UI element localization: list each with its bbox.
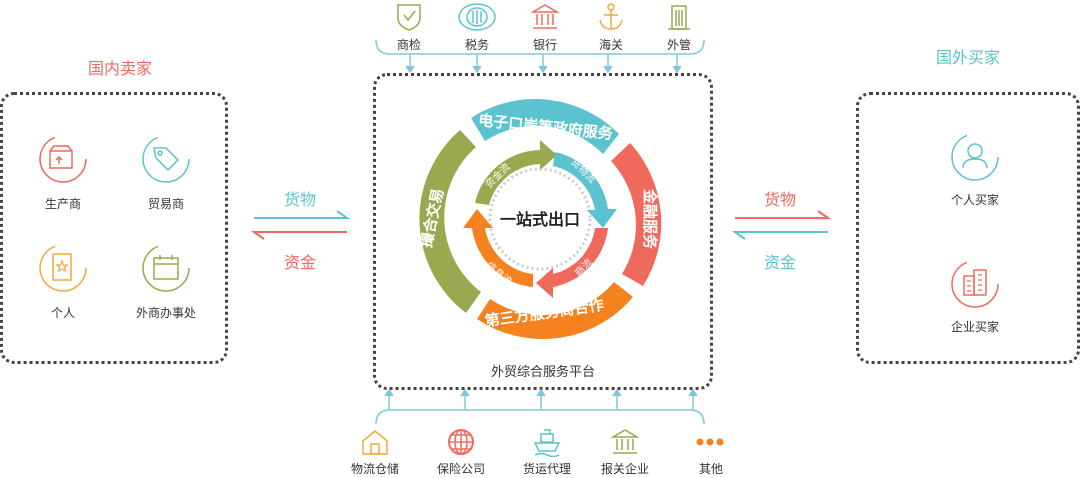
buildings-icon	[951, 260, 999, 308]
seller-label: 贸易商	[147, 197, 184, 211]
bottom-provider-row: 物流仓储 保险公司 货运代理 报关企业 其他	[340, 426, 740, 478]
calendar-icon	[142, 244, 190, 292]
ring-segment-left	[419, 130, 481, 313]
right-flow-arrows	[731, 210, 832, 240]
document-star-icon	[39, 244, 87, 292]
left-flow-arrows	[250, 210, 351, 240]
funds-flow-arrow	[475, 140, 557, 205]
domestic-sellers-title: 国内卖家	[87, 59, 152, 78]
bottom-bracket-arrows	[375, 388, 705, 425]
buyer-label: 企业买家	[950, 320, 999, 334]
agency-label: 银行	[532, 38, 557, 52]
goods-flow-arrow	[553, 152, 617, 228]
ring-segment-bottom	[477, 282, 633, 340]
platform-label: 外贸综合服务平台	[490, 365, 595, 380]
right-goods-label: 货物	[764, 190, 797, 209]
platform-box	[373, 73, 713, 390]
bank-icon	[530, 4, 560, 29]
buyer-item-enterprise: 企业买家	[935, 259, 1015, 339]
ship-icon	[533, 429, 561, 458]
person-icon	[951, 133, 999, 181]
hub-text: 一站式出口	[500, 210, 580, 229]
seller-label: 生产商	[44, 197, 81, 211]
ring-segment-right	[611, 143, 662, 286]
seller-item-producer: 生产商	[28, 134, 98, 214]
provider-label: 货运代理	[522, 462, 571, 476]
agency-label: 海关	[598, 38, 623, 52]
building-icon	[668, 5, 690, 30]
seller-item-individual: 个人	[28, 243, 98, 323]
agency-label: 外管	[666, 38, 691, 52]
provider-label: 报关企业	[600, 462, 649, 476]
seller-item-foreign-office: 外商办事处	[126, 243, 206, 323]
tax-emblem-icon	[458, 3, 496, 31]
shop-box-icon	[39, 135, 87, 183]
ring-text-right: 金融服务	[641, 188, 659, 250]
more-dots-icon	[696, 438, 724, 446]
provider-label: 其他	[698, 462, 723, 476]
seller-label: 个人	[50, 306, 75, 320]
warehouse-icon	[362, 430, 388, 455]
provider-label: 保险公司	[436, 462, 485, 476]
left-funds-label: 资金	[284, 253, 317, 272]
seller-item-trader: 贸易商	[131, 134, 201, 214]
commerce-flow-arrow	[536, 228, 608, 298]
anchor-icon	[599, 3, 623, 30]
right-funds-label: 资金	[764, 253, 797, 272]
agency-label: 商检	[396, 38, 421, 52]
buyer-label: 个人买家	[950, 193, 999, 207]
bank-icon	[610, 429, 640, 454]
foreign-buyers-box	[856, 92, 1080, 364]
shield-icon	[397, 4, 421, 31]
info-flow-arrow	[463, 209, 533, 287]
provider-label: 物流仓储	[350, 462, 399, 476]
top-bracket-arrows	[375, 39, 705, 74]
buyer-item-individual: 个人买家	[935, 132, 1015, 212]
ring-segment-top	[471, 99, 619, 154]
left-goods-label: 货物	[284, 190, 317, 209]
globe-icon	[448, 429, 474, 455]
agency-label: 税务	[464, 38, 489, 52]
tag-icon	[142, 135, 190, 183]
top-agency-row: 商检 税务 银行 海关 外管	[380, 0, 720, 70]
domestic-sellers-box	[0, 92, 228, 364]
foreign-buyers-title: 国外买家	[935, 48, 1000, 67]
seller-label: 外商办事处	[135, 306, 196, 320]
service-ring: 电子口岸等政府服务 金融服务 第三方服务商合作 撮合交易 资金流 货物流 商流 …	[417, 99, 662, 340]
